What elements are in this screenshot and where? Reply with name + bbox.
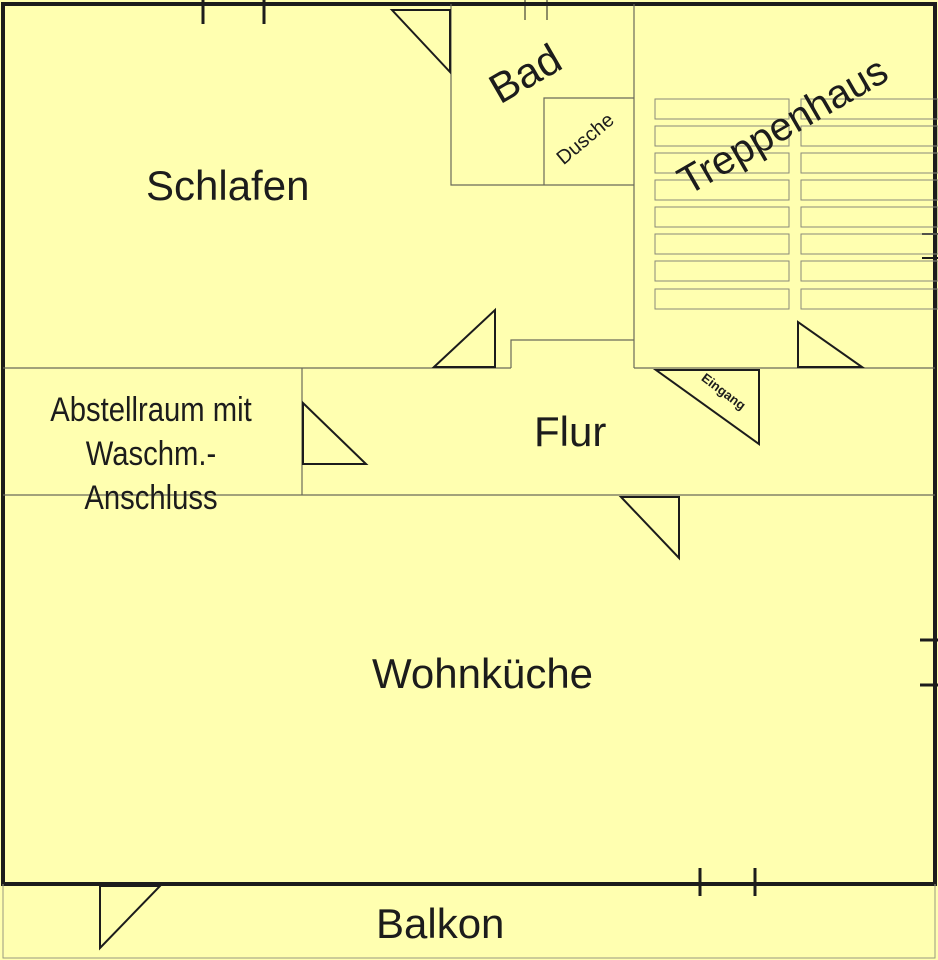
door-wohnkueche [618,496,680,561]
door-bad [389,9,451,75]
room-label-flur: Flur [534,408,607,455]
door-abstellraum [302,400,369,465]
staircase [654,98,938,310]
balcony-outline [2,884,936,959]
room-label-schlafen: Schlafen [146,162,310,209]
interior-walls [3,4,935,496]
door-balkon [99,885,163,951]
abstellraum-line-2: Waschm.-Anschluss [84,435,218,517]
door-schlafen [431,307,496,368]
room-label-wohnkueche: Wohnküche [372,650,594,697]
abstellraum-line-1: Abstellraum mit [50,391,252,429]
door-eingang [652,369,760,446]
room-label-balkon: Balkon [376,900,505,947]
room-label-abstellraum: Abstellraum mit Waschm.-Anschluss [21,388,281,520]
door-treppenhaus [797,320,866,368]
door-swings [99,9,866,951]
